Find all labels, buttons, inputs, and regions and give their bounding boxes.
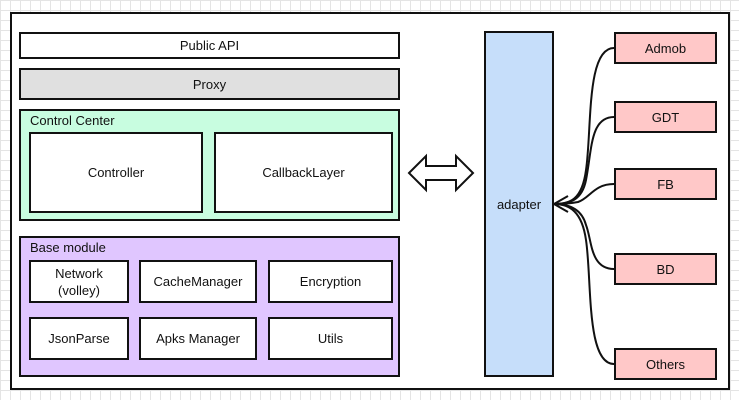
volley-label: (volley) xyxy=(58,282,100,298)
connector-gdt xyxy=(553,116,615,205)
proxy-box: Proxy xyxy=(19,68,400,100)
network-box-admob: Admob xyxy=(614,32,717,64)
apks-manager-box: Apks Manager xyxy=(139,317,257,360)
controller-label: Controller xyxy=(87,165,145,180)
base-module-title: Base module xyxy=(30,240,106,255)
gdt-label: GDT xyxy=(651,109,680,125)
network-label: Network xyxy=(55,265,103,281)
network-box-others: Others xyxy=(614,348,717,380)
apks-manager-label: Apks Manager xyxy=(156,331,240,346)
cache-manager-label: CacheManager xyxy=(153,274,243,289)
network-volley-box: Network (volley) xyxy=(29,260,129,303)
network-box-fb: FB xyxy=(614,168,717,200)
network-box-gdt: GDT xyxy=(614,101,717,133)
json-parse-label: JsonParse xyxy=(48,331,110,346)
controller-box: Controller xyxy=(29,132,203,213)
proxy-label: Proxy xyxy=(192,76,227,92)
admob-label: Admob xyxy=(644,40,687,56)
adapter-box: adapter xyxy=(484,31,554,377)
double-arrow-icon xyxy=(407,153,475,193)
adapter-label: adapter xyxy=(496,196,542,212)
callback-layer-label: CallbackLayer xyxy=(262,165,345,180)
json-parse-box: JsonParse xyxy=(29,317,129,360)
network-box-bd: BD xyxy=(614,253,717,285)
connector-others xyxy=(553,203,615,365)
others-label: Others xyxy=(645,356,685,372)
bd-label: BD xyxy=(656,261,675,277)
encryption-label: Encryption xyxy=(299,274,362,289)
public-api-label: Public API xyxy=(179,38,240,53)
callback-layer-box: CallbackLayer xyxy=(214,132,393,213)
public-api-box: Public API xyxy=(19,32,400,59)
arrowhead-icon xyxy=(551,195,569,213)
cache-manager-box: CacheManager xyxy=(139,260,257,303)
utils-label: Utils xyxy=(317,331,344,346)
connector-admob xyxy=(553,47,615,205)
utils-box: Utils xyxy=(268,317,393,360)
fb-label: FB xyxy=(657,176,674,192)
connector-bd xyxy=(553,203,615,270)
control-center-title: Control Center xyxy=(30,113,115,128)
encryption-box: Encryption xyxy=(268,260,393,303)
